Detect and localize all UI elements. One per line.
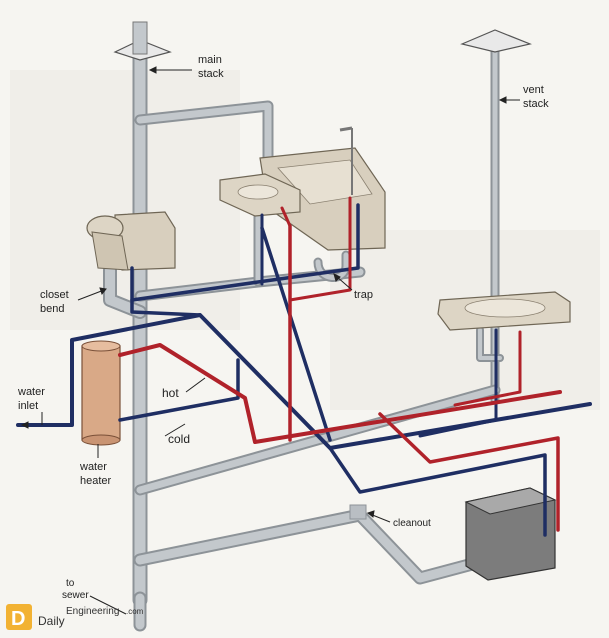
vent-stack-label-2: stack	[523, 98, 549, 110]
water-heater-label-1: water	[79, 461, 107, 473]
water-heater-top	[81, 340, 121, 352]
water-inlet-label-1: water	[17, 386, 45, 398]
main-stack-label-1: main	[198, 54, 222, 66]
cleanout-label: cleanout	[393, 518, 431, 529]
building-drain-upper-inner	[136, 386, 499, 494]
hot-tub-branch	[288, 196, 352, 302]
to-sewer-label-2: sewer	[62, 590, 89, 601]
cleanout-arrow	[366, 510, 375, 518]
toilet-base	[91, 231, 129, 271]
cold-toilet-branch	[130, 266, 202, 317]
vent-stack-flashing	[460, 29, 533, 53]
hot-water-pipes	[118, 196, 562, 532]
cold-label: cold	[168, 432, 190, 446]
cleanout-fitting	[349, 504, 367, 520]
hot-label: hot	[162, 386, 179, 400]
trap-arrow	[333, 273, 341, 282]
closet-bend-label-1: closet	[40, 289, 69, 301]
closet-bend-pipe-inner	[105, 265, 145, 317]
water-heater-label-2: heater	[80, 475, 112, 487]
cold-washer-branch	[328, 446, 547, 537]
water-heater	[81, 345, 121, 441]
right-sink-drain-inner	[478, 328, 502, 360]
cold-right-sink-riser	[418, 328, 498, 438]
cold-leader	[164, 423, 186, 437]
hot-washer-branch	[378, 412, 560, 532]
cold-diagonal-riser	[260, 226, 332, 442]
right-sink-bowl	[464, 298, 546, 318]
water-heater-bottom	[81, 434, 121, 446]
cold-main-line	[16, 313, 592, 450]
watermark-logo-letter: D	[11, 608, 25, 630]
labels: main stack vent stack closet bend trap w…	[17, 54, 549, 601]
vent-stack-label-1: vent	[523, 84, 544, 96]
watermark-brand-2: Engineering	[66, 606, 119, 617]
watermark: D Daily Engineering .com	[6, 604, 144, 630]
water-inlet-arrow	[20, 421, 29, 429]
watermark-logo	[6, 604, 32, 630]
fixtures	[81, 126, 571, 581]
main-stack-cap	[132, 21, 148, 55]
closet-bend-label-2: bend	[40, 303, 64, 315]
hot-vanity-stub	[280, 206, 292, 228]
to-sewer-leader	[89, 595, 127, 615]
cold-water-pipes	[16, 203, 592, 537]
washing-machine-top	[464, 487, 557, 515]
vent-caps	[113, 21, 533, 61]
cold-tub-branch	[130, 203, 360, 302]
closet-bend-arrow	[99, 287, 107, 296]
hot-main-line	[118, 343, 562, 444]
hot-leader	[185, 377, 206, 393]
vanity-sink-bowl	[237, 184, 279, 200]
cold-heater-feed	[118, 358, 240, 422]
watermark-brand: Daily	[38, 614, 65, 628]
water-inlet-label-2: inlet	[18, 400, 38, 412]
vent-stack-arrow	[498, 96, 507, 104]
to-sewer-label-1: to	[66, 578, 75, 589]
main-stack-arrow	[148, 66, 157, 74]
shower-head	[339, 126, 353, 132]
main-stack-label-2: stack	[198, 68, 224, 80]
hot-right-sink-riser	[453, 330, 522, 407]
watermark-domain: .com	[126, 607, 144, 616]
closet-bend-leader	[77, 289, 105, 301]
trap-label: trap	[354, 289, 373, 301]
leader-lines	[20, 66, 520, 615]
building-drain-lower-inner	[135, 510, 485, 583]
